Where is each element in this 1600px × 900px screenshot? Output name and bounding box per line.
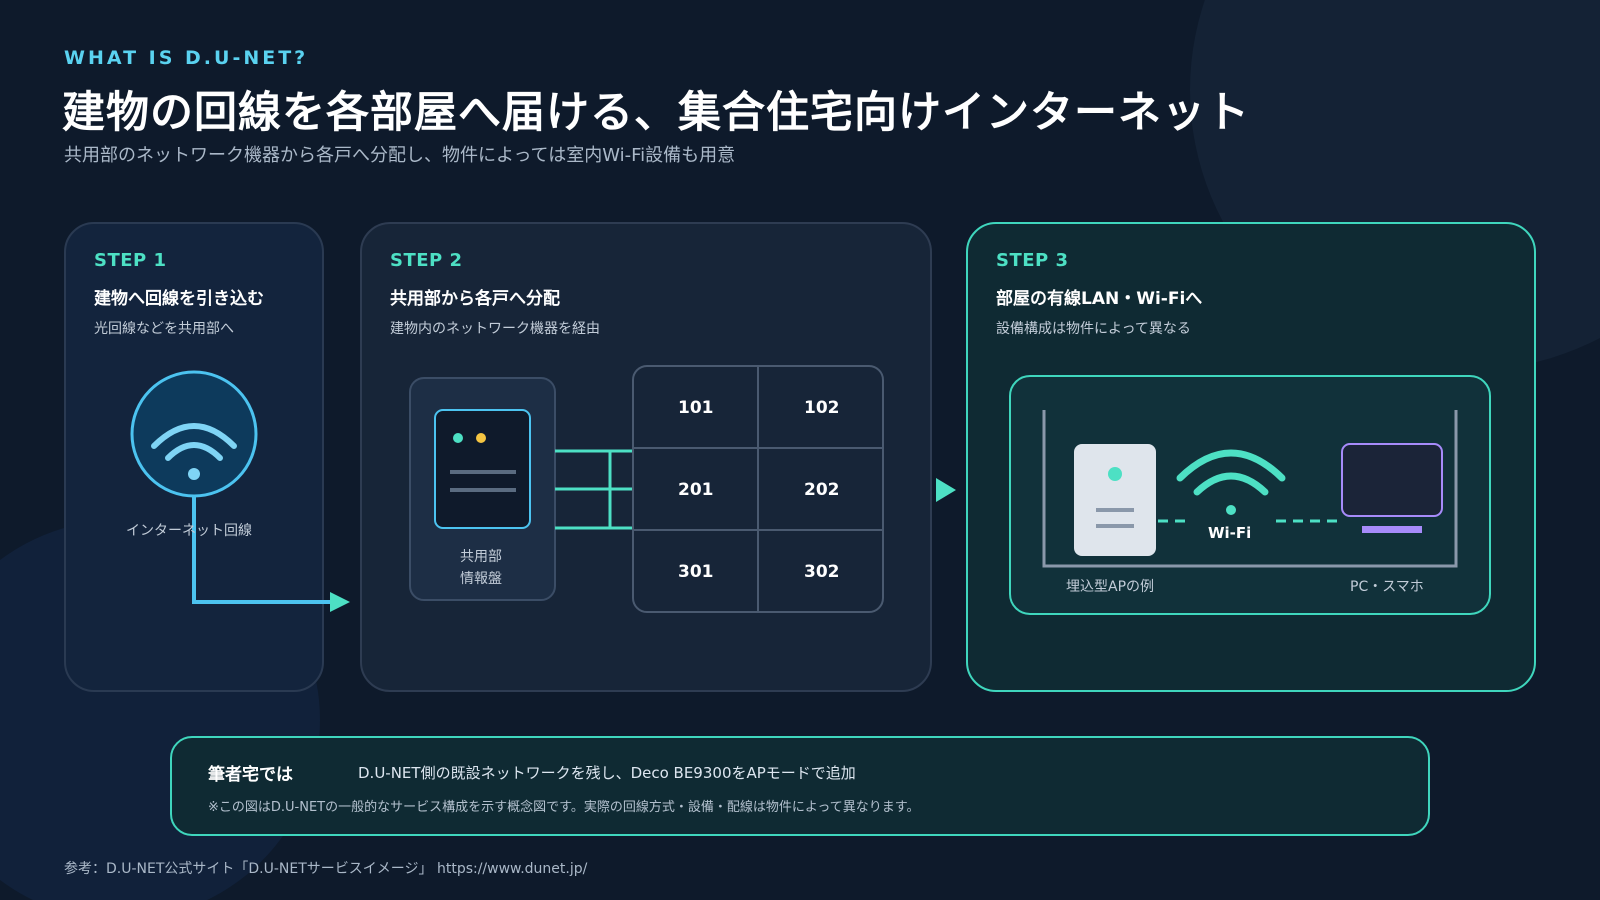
note-heading: 筆者宅では bbox=[208, 765, 293, 785]
note-disclaimer: ※この図はD.U-NETの一般的なサービス構成を示す概念図です。実際の回線方式・… bbox=[208, 800, 920, 815]
step-1-label: STEP 1 bbox=[94, 250, 167, 271]
device-caption: PC・スマホ bbox=[1350, 579, 1424, 595]
reference-link[interactable]: 参考：D.U-NET公式サイト「D.U-NETサービスイメージ」 https:/… bbox=[64, 861, 588, 877]
author-note-box: 筆者宅では D.U-NET側の既設ネットワークを残し、Deco BE9300をA… bbox=[170, 736, 1430, 836]
room-label: 201 bbox=[678, 480, 714, 500]
shared-panel-caption-line1: 共用部 bbox=[460, 549, 502, 565]
step-1-desc: 光回線などを共用部へ bbox=[94, 321, 234, 337]
step-1-title: 建物へ回線を引き込む bbox=[94, 289, 264, 309]
step-3-desc: 設備構成は物件によって異なる bbox=[996, 321, 1191, 337]
step-3-panel: STEP 3 部屋の有線LAN・Wi-Fiへ 設備構成は物件によって異なる bbox=[966, 222, 1536, 692]
wifi-label: Wi-Fi bbox=[1208, 524, 1252, 542]
page-subtitle: 共用部のネットワーク機器から各戸へ分配し、物件によっては室内Wi-Fi設備も用意 bbox=[64, 145, 736, 166]
internet-line-caption: インターネット回線 bbox=[126, 523, 252, 539]
step-3-title: 部屋の有線LAN・Wi-Fiへ bbox=[996, 289, 1203, 309]
room-label: 202 bbox=[804, 480, 840, 500]
ap-caption: 埋込型APの例 bbox=[1066, 579, 1155, 595]
room-label: 301 bbox=[678, 562, 714, 582]
step-2-title: 共用部から各戸へ分配 bbox=[390, 289, 560, 309]
note-main-text: D.U-NET側の既設ネットワークを残し、Deco BE9300をAPモードで追… bbox=[358, 764, 856, 782]
eyebrow-label: WHAT IS D.U-NET? bbox=[64, 47, 309, 69]
room-label: 101 bbox=[678, 398, 714, 418]
step-2-panel: STEP 2 共用部から各戸へ分配 建物内のネットワーク機器を経由 bbox=[360, 222, 932, 692]
step-2-desc: 建物内のネットワーク機器を経由 bbox=[390, 321, 600, 337]
shared-panel-caption-line2: 情報盤 bbox=[460, 571, 502, 587]
page-title: 建物の回線を各部屋へ届ける、集合住宅向けインターネット bbox=[62, 88, 1250, 138]
step-2-label: STEP 2 bbox=[390, 250, 463, 271]
step-3-label: STEP 3 bbox=[996, 250, 1069, 271]
room-label: 102 bbox=[804, 398, 840, 418]
step-1-panel: STEP 1 建物へ回線を引き込む 光回線などを共用部へ bbox=[64, 222, 324, 692]
room-label: 302 bbox=[804, 562, 840, 582]
